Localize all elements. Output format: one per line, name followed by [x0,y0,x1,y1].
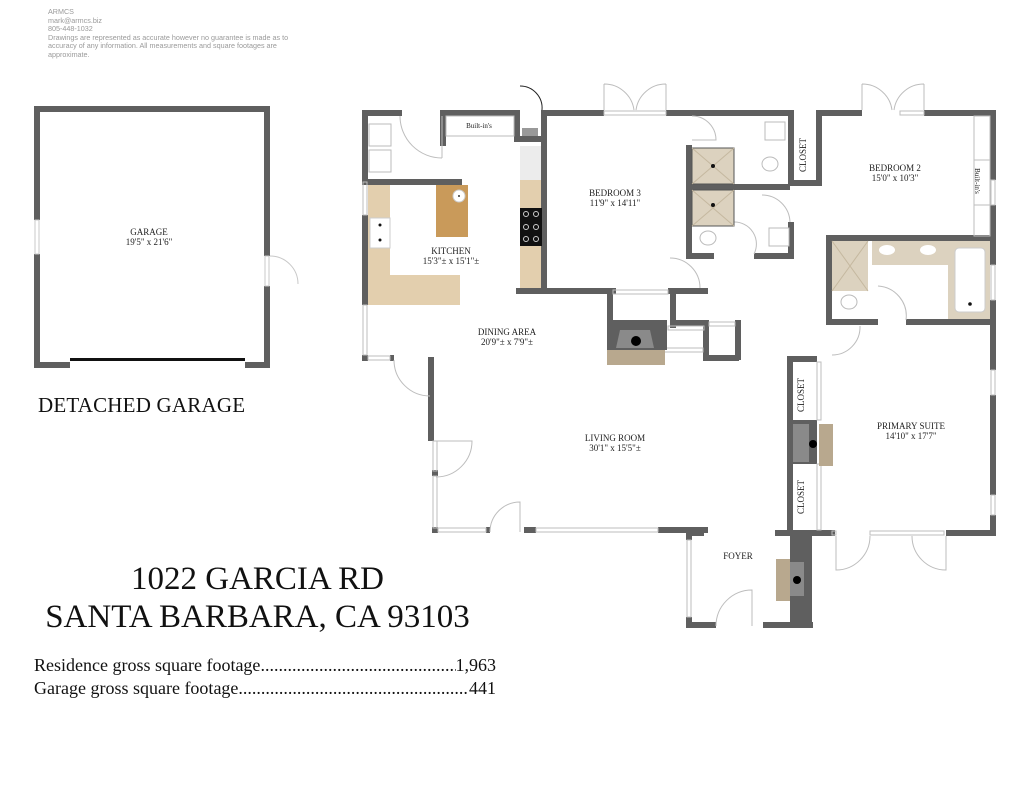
kitchen-dimensions: 15'3"± x 15'1"± [422,256,480,266]
primary-suite-name: PRIMARY SUITE [877,421,945,431]
hall-closet-label: CLOSET [798,137,809,173]
living-room-name: LIVING ROOM [584,433,646,443]
leader-dots [260,654,455,676]
living-room-label: LIVING ROOM 30'1" x 15'5"± [585,433,645,453]
fireplaces [607,322,833,601]
residence-sqft-label: Residence gross square footage [34,655,261,675]
bedroom3-dimensions: 11'9" x 14'11" [589,198,641,208]
primary-suite-dimensions: 14'10" x 17'7" [885,431,937,441]
bedroom3-label: BEDROOM 3 11'9" x 14'11" [589,188,641,208]
residence-sqft-value: 1,963 [455,655,497,675]
kitchen-label: KITCHEN 15'3"± x 15'1"± [423,246,479,266]
company-name: ARMCS [48,7,74,16]
dining-area-label: DINING AREA 20'9"± x 7'9"± [478,327,536,347]
bedroom2-dimensions: 15'0" x 10'3" [871,173,919,183]
living-room-dimensions: 30'1" x 15'5"± [589,443,641,453]
garage-sqft-label: Garage gross square footage [34,678,239,698]
bedroom2-builtins-label: Built-in's [972,168,981,194]
garage-openings [34,219,299,287]
detached-garage-walls [34,106,270,368]
residence-sqft-row: Residence gross square footage 1,963 [34,654,496,676]
kitchen-name: KITCHEN [431,246,471,256]
address-line-2: SANTA BARBARA, CA 93103 [45,599,470,635]
primary-closet-bottom-label: CLOSET [796,479,807,515]
garage-name: GARAGE [130,227,168,237]
garage-sqft-row: Garage gross square footage 441 [34,677,496,699]
garage-sqft-value: 441 [469,678,496,698]
garage-dimensions: 19'5" x 21'6" [125,237,173,247]
address-line-1: 1022 GARCIA RD [130,561,385,597]
bedroom2-name: BEDROOM 2 [869,163,921,173]
dining-area-dimensions: 20'9"± x 7'9"± [481,337,533,347]
kitchen-counters [368,115,542,305]
disclaimer-block: ARMCS mark@armcs.biz 805-448-1032 Drawin… [48,7,298,60]
primary-suite-label: PRIMARY SUITE 14'10" x 17'7" [877,421,945,441]
bathroom-fixtures [691,121,990,319]
kitchen-builtins-label: Built-in's [466,122,492,130]
primary-closet-top-label: CLOSET [796,377,807,413]
detached-garage-caption: DETACHED GARAGE [38,393,246,417]
bedroom3-name: BEDROOM 3 [589,188,641,198]
bedroom2-label: BEDROOM 2 15'0" x 10'3" [869,163,921,183]
dining-area-name: DINING AREA [477,327,537,337]
foyer-label: FOYER [723,551,753,561]
garage-room-label: GARAGE 19'5" x 21'6" [126,227,173,247]
disclaimer-note: Drawings are represented as accurate how… [48,32,289,59]
company-email: mark@armcs.biz [48,15,103,25]
leader-dots [238,677,469,699]
company-phone: 805-448-1032 [48,24,93,34]
